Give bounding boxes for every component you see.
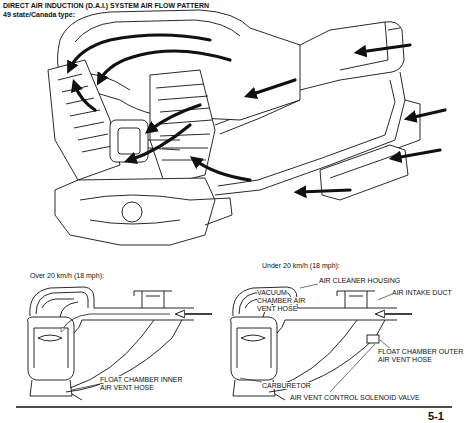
part-name: FLOAT CHAMBER INNER AIR VENT HOSE xyxy=(100,376,190,392)
page-number-text: 5-1 xyxy=(428,410,444,422)
part-name-text: AIR VENT CONTROL SOLENOID VALVE xyxy=(290,394,420,401)
page-rule xyxy=(16,406,452,408)
variant-note: 49 state/Canada type: xyxy=(3,11,75,19)
part-name: VACUUM CHAMBER AIR VENT HOSE xyxy=(257,289,323,313)
solenoid-valve xyxy=(367,335,379,343)
airflow-arrow xyxy=(380,313,412,315)
part-name-text: AIR CLEANER HOUSING xyxy=(319,277,400,284)
leader-line xyxy=(240,284,392,392)
condition-heading: Under 20 km/h (18 mph): xyxy=(262,262,340,270)
part-name-text: FLOAT CHAMBER INNER AIR VENT HOSE xyxy=(100,376,183,391)
variant-note-text: 49 state/Canada type: xyxy=(3,11,75,18)
part-name-text: VACUUM CHAMBER AIR VENT HOSE xyxy=(257,289,305,312)
part-name: FLOAT CHAMBER OUTER AIR VENT HOSE xyxy=(378,348,464,364)
page-number: 5-1 xyxy=(428,410,444,423)
valve-diagram-open xyxy=(28,287,195,400)
part-name-text: AIR INTAKE DUCT xyxy=(392,289,452,296)
part-name-text: FLOAT CHAMBER OUTER AIR VENT HOSE xyxy=(378,348,463,363)
leader-line xyxy=(72,384,100,390)
condition-heading: Over 20 km/h (18 mph): xyxy=(30,272,104,280)
engine-drawing xyxy=(48,10,420,245)
page-title: DIRECT AIR INDUCTION (D.A.I.) SYSTEM AIR… xyxy=(3,2,209,10)
part-name: AIR INTAKE DUCT xyxy=(392,289,452,297)
part-name: CARBURETOR xyxy=(262,382,311,390)
part-name-text: CARBURETOR xyxy=(262,382,311,389)
airflow-arrow xyxy=(180,313,212,315)
valve-diagram-closed xyxy=(231,287,398,400)
part-name: AIR CLEANER HOUSING xyxy=(319,277,400,285)
airflow-arrow xyxy=(70,35,445,192)
page-title-text: DIRECT AIR INDUCTION (D.A.I.) SYSTEM AIR… xyxy=(3,2,209,9)
airflow-arrow xyxy=(62,314,170,330)
condition-heading-text: Over 20 km/h (18 mph): xyxy=(30,272,104,279)
part-name: AIR VENT CONTROL SOLENOID VALVE xyxy=(290,394,420,402)
condition-heading-text: Under 20 km/h (18 mph): xyxy=(262,262,340,269)
